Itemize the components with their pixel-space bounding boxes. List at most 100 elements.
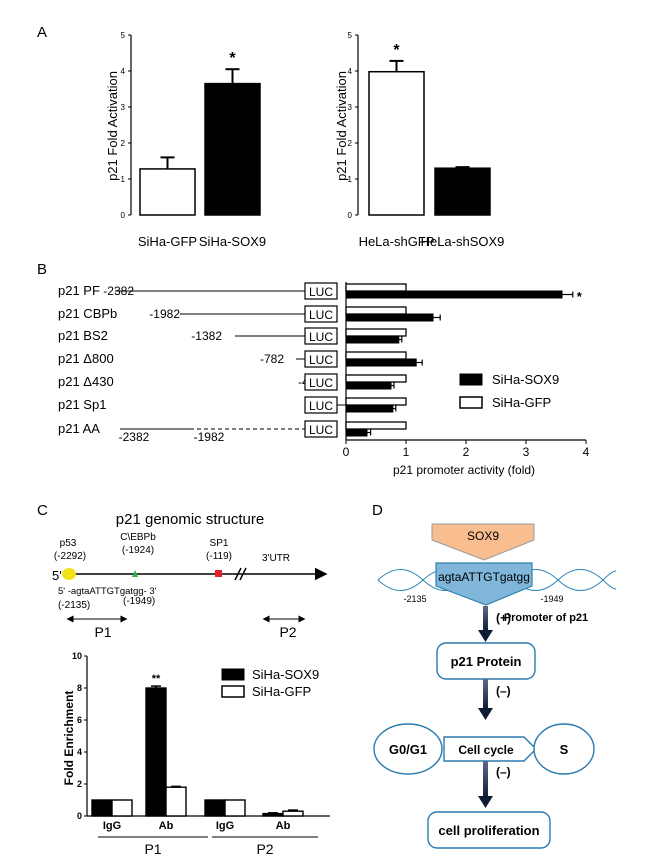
- legend-label-gfp: SiHa-GFP: [492, 395, 551, 410]
- y-axis-label: p21 Fold Activation: [105, 71, 120, 181]
- negative-sign-1: (–): [496, 684, 511, 698]
- genomic-structure: p21 genomic structure 5' p53 (-2292) C\E…: [52, 511, 328, 640]
- bar: [434, 167, 491, 216]
- bar-gfp: [345, 283, 407, 292]
- bar-gfp: [282, 810, 304, 817]
- legend-c: SiHa-SOX9 SiHa-GFP: [221, 667, 319, 699]
- chart-a-left: p21 Fold Activation 012345SiHa-GFP*SiHa-…: [105, 31, 266, 249]
- luc-box: [304, 420, 338, 438]
- bar-gfp: [345, 306, 407, 315]
- construct-label: p21 PF: [58, 283, 100, 298]
- y-tick-label: 2: [348, 139, 353, 148]
- luc-label: LUC: [309, 399, 333, 413]
- construct-label: p21 Sp1: [58, 397, 106, 412]
- negative-sign-2: (–): [496, 765, 511, 779]
- bar-sox9: [345, 381, 392, 390]
- construct-position: -1382: [191, 329, 222, 343]
- luc-box: [304, 327, 338, 345]
- legend-swatch-sox9: [221, 668, 245, 681]
- s-phase: [533, 723, 595, 775]
- x-tick-label: 1: [403, 445, 410, 459]
- five-prime-label: 5': [52, 568, 62, 583]
- pathway-diagram: SOX9 agtaATTGTgatgg -2135 -1949 Promoter…: [373, 523, 617, 849]
- legend-swatch-gfp: [459, 396, 483, 409]
- arrow-3-head: [478, 796, 493, 808]
- bar-sox9: [145, 687, 167, 817]
- construct-label: p21 CBPb: [58, 306, 117, 321]
- bar-sox9: [345, 404, 394, 413]
- g0g1-label: G0/G1: [389, 742, 427, 757]
- y-tick-label: 0: [348, 211, 353, 220]
- seq-end-position: (-1949): [123, 596, 155, 607]
- construct-position-2: -1982: [194, 430, 225, 444]
- bar-sox9: [345, 313, 434, 322]
- panel-label-a: A: [37, 24, 47, 41]
- construct-label: p21 Δ430: [58, 374, 114, 389]
- luc-box: [304, 373, 338, 391]
- y-tick-label: 0: [121, 211, 126, 220]
- y-tick-label: 4: [77, 747, 82, 757]
- y-tick-label: 1: [121, 175, 126, 184]
- legend-label-sox9: SiHa-SOX9: [492, 372, 559, 387]
- luc-label: LUC: [309, 308, 333, 322]
- luc-box: [304, 350, 338, 368]
- bar-sox9: [345, 335, 400, 344]
- arrow-2-shaft: [483, 679, 488, 710]
- sp1-label: SP1: [210, 538, 229, 549]
- construct-label: p21 AA: [58, 421, 100, 436]
- arrow-2-head: [478, 708, 493, 720]
- category-label: Ab: [159, 820, 174, 832]
- y-tick-label: 3: [121, 103, 126, 112]
- y-tick-label: 6: [77, 715, 82, 725]
- bar-sox9: [204, 799, 226, 817]
- y-tick-label: 10: [72, 651, 82, 661]
- luc-box: [304, 282, 338, 300]
- category-label: HeLa-shSOX9: [421, 234, 505, 249]
- x-tick-label: 4: [583, 445, 590, 459]
- cebpb-label: C\EBPb: [120, 532, 156, 543]
- bar-gfp: [345, 328, 407, 337]
- category-label: IgG: [216, 820, 234, 832]
- x-tick-label: 0: [343, 445, 350, 459]
- panel-label-b: B: [37, 261, 47, 278]
- significance-star: *: [577, 289, 583, 304]
- binding-site-shape: [435, 562, 533, 606]
- utr-label: 3'UTR: [262, 553, 290, 564]
- legend-label-sox9: SiHa-SOX9: [252, 667, 319, 682]
- construct-position: -782: [260, 352, 284, 366]
- bar-sox9: [345, 358, 417, 367]
- bar: [368, 70, 425, 216]
- right-position: -1949: [540, 594, 563, 604]
- arrow-3-shaft: [483, 761, 488, 798]
- y-tick-label: 2: [77, 779, 82, 789]
- panel-label-d: D: [372, 502, 383, 519]
- bar-gfp: [345, 351, 407, 360]
- s-label: S: [560, 742, 569, 757]
- x-axis-label: p21 promoter activity (fold): [393, 463, 535, 477]
- left-position: -2135: [403, 594, 426, 604]
- y-tick-label: 4: [348, 67, 353, 76]
- y-tick-label: 5: [121, 31, 126, 40]
- genomic-title: p21 genomic structure: [116, 511, 264, 528]
- bar-gfp: [111, 799, 133, 817]
- bar-sox9: [345, 428, 368, 437]
- y-axis-label: p21 Fold Activation: [334, 71, 349, 181]
- sp1-position: (-119): [206, 551, 232, 562]
- p1-region-label: P1: [94, 624, 111, 640]
- luc-label: LUC: [309, 376, 333, 390]
- y-tick-label: 2: [121, 139, 126, 148]
- luc-label: LUC: [309, 330, 333, 344]
- p53-position: (-2292): [54, 551, 86, 562]
- sox9-label: SOX9: [467, 529, 499, 543]
- proliferation-box: [427, 811, 551, 849]
- category-label: Ab: [276, 820, 291, 832]
- luc-box: [304, 396, 338, 414]
- p53-site: [62, 568, 76, 580]
- category-label: HeLa-shGFP: [359, 234, 435, 249]
- y-tick-label: 4: [121, 67, 126, 76]
- p2-region-label: P2: [279, 624, 296, 640]
- chart-a-right: p21 Fold Activation 012345*HeLa-shGFPHeL…: [334, 31, 504, 249]
- sequence-text: 5' -agtaATTGTgatgg- 3': [58, 586, 157, 597]
- p21-protein-label: p21 Protein: [451, 654, 522, 669]
